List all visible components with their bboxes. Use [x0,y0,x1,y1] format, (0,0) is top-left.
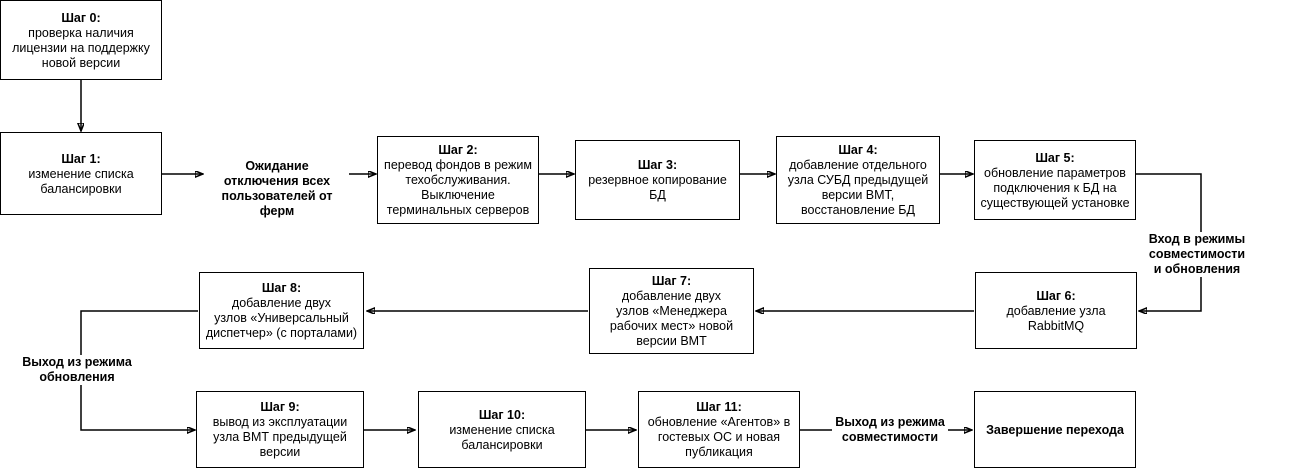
node-step3-title: Шаг 3: [637,158,678,172]
node-step2-body: перевод фондов в режим техобслуживания. … [384,158,532,217]
node-step4-title: Шаг 4: [838,143,878,157]
node-step7-body: добавление двух узлов «Менеджера рабочих… [609,289,734,348]
edge-label-enter-compat: Вход в режимы совместимости и обновления [1100,232,1291,277]
node-step6-body: добавление узла RabbitMQ [1006,303,1106,333]
node-step11-body: обновление «Агентов» в гостевых ОС и нов… [647,415,791,459]
node-step10-title: Шаг 10: [478,407,526,422]
node-step0-body: проверка наличия лицензии на поддержку н… [12,25,150,70]
node-step8-title: Шаг 8: [261,281,302,295]
node-step9[interactable]: Шаг 9: вывод из эксплуатации узла ВМТ пр… [196,391,364,468]
node-step6-title: Шаг 6: [1036,288,1076,303]
node-step6[interactable]: Шаг 6: добавление узла RabbitMQ [975,272,1137,349]
node-step10[interactable]: Шаг 10: изменение списка балансировки [418,391,586,468]
node-step4[interactable]: Шаг 4: добавление отдельного узла СУБД п… [776,136,940,224]
node-step3[interactable]: Шаг 3: резервное копирование БД [575,140,740,220]
node-step1-body: изменение списка балансировки [28,166,134,196]
node-step3-body: резервное копирование БД [588,173,727,202]
node-step8-body: добавление двух узлов «Универсальный дис… [205,296,358,340]
node-step0[interactable]: Шаг 0: проверка наличия лицензии на подд… [0,0,162,80]
node-step7-title: Шаг 7: [651,274,692,288]
node-step1[interactable]: Шаг 1: изменение списка балансировки [0,132,162,215]
node-step8[interactable]: Шаг 8: добавление двух узлов «Универсаль… [199,272,364,349]
node-step5-body: обновление параметров подключения к БД н… [980,165,1130,210]
node-finish[interactable]: Завершение перехода [974,391,1136,468]
node-step9-title: Шаг 9: [260,400,300,414]
node-step2[interactable]: Шаг 2: перевод фондов в режим техобслужи… [377,136,539,224]
edge-label-wait-users: Ожидание отключения всех пользователей о… [205,159,349,219]
node-step5-title: Шаг 5: [1035,150,1075,165]
node-step9-body: вывод из эксплуатации узла ВМТ предыдуще… [212,415,348,459]
node-finish-title: Завершение перехода [986,422,1124,437]
edge-label-exit-compat: Выход из режима совместимости [832,415,948,445]
node-step2-title: Шаг 2: [438,143,478,157]
node-step11-title: Шаг 11: [696,400,742,414]
node-step7[interactable]: Шаг 7: добавление двух узлов «Менеджера … [589,268,754,354]
node-step4-body: добавление отдельного узла СУБД предыдущ… [787,158,929,217]
node-step10-body: изменение списка балансировки [449,422,555,452]
node-step11[interactable]: Шаг 11: обновление «Агентов» в гостевых … [638,391,800,468]
node-step1-title: Шаг 1: [61,151,101,166]
edge-label-exit-update: Выход из режима обновления [10,355,144,385]
node-step5[interactable]: Шаг 5: обновление параметров подключения… [974,140,1136,220]
node-step0-title: Шаг 0: [61,10,101,25]
